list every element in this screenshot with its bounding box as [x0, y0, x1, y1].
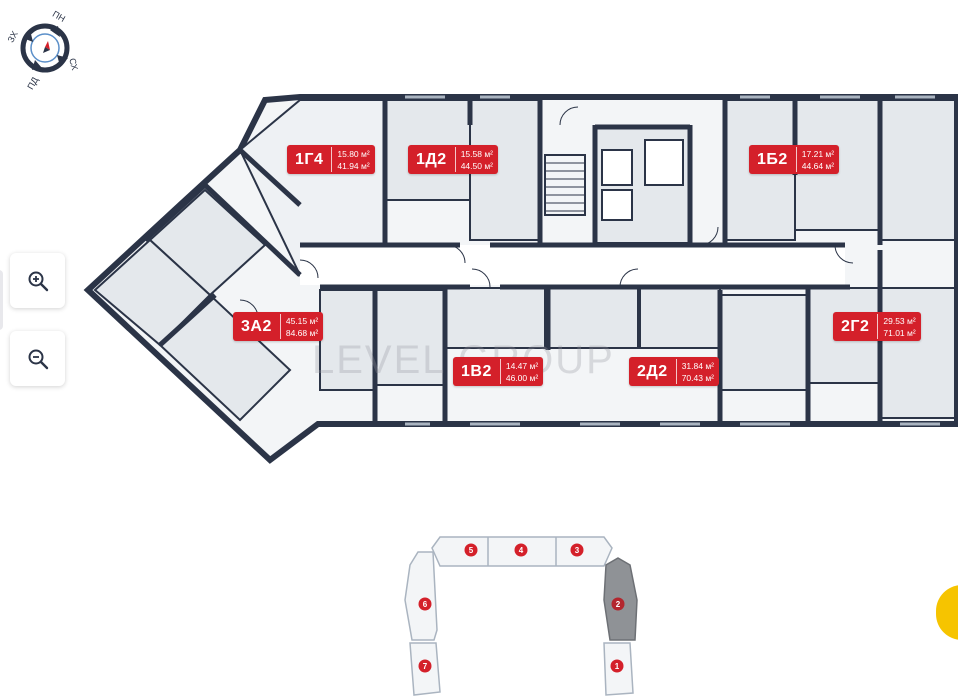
living-area: 14.47 м²: [505, 360, 539, 371]
section-marker-dot: [610, 659, 624, 673]
corridor: [300, 245, 845, 285]
section-marker-2[interactable]: 2: [611, 597, 625, 611]
section-marker-1[interactable]: 1: [610, 659, 624, 673]
stairs: [544, 154, 586, 216]
living-area: 15.58 м²: [460, 148, 494, 159]
apartment-label-1b2[interactable]: 1Б2 17.21 м² 44.64 м²: [749, 145, 840, 174]
total-area: 41.94 м²: [337, 160, 370, 171]
chat-widget-tab[interactable]: [936, 585, 958, 640]
section-number: 6: [423, 600, 428, 609]
compass-label-e: СХ: [67, 57, 80, 71]
zoom-out-button[interactable]: [10, 331, 65, 386]
section-marker-3[interactable]: 3: [570, 543, 584, 557]
apartment-label-2d2[interactable]: 2Д2 31.84 м² 70.43 м²: [629, 357, 720, 386]
apartment-label-1v2[interactable]: 1В2 14.47 м² 46.00 м²: [453, 357, 544, 386]
apartment-label-1g4[interactable]: 1Г4 15.80 м² 41.94 м²: [287, 145, 375, 174]
apartment-code: 1Д2: [416, 150, 447, 168]
section-number: 7: [423, 662, 428, 671]
apartment-label-3a2[interactable]: 3А2 45.15 м² 84.68 м²: [233, 312, 324, 341]
apartment-code: 1Г4: [295, 150, 324, 168]
section-number: 4: [519, 546, 524, 555]
section-marker-4[interactable]: 4: [514, 543, 528, 557]
section-marker-dot: [418, 597, 432, 611]
section-marker-5[interactable]: 5: [464, 543, 478, 557]
section-markers[interactable]: 1 2 3 4 5 6 7: [418, 543, 625, 673]
section-marker-dot: [514, 543, 528, 557]
apartment-code: 3А2: [241, 317, 272, 335]
apartment-label-2g2[interactable]: 2Г2 29.53 м² 71.01 м²: [833, 312, 921, 341]
total-area: 71.01 м²: [883, 327, 916, 338]
compass-label-w: ЗХ: [6, 29, 20, 44]
apartment-label-1d2[interactable]: 1Д2 15.58 м² 44.50 м²: [408, 145, 499, 174]
total-area: 70.43 м²: [681, 372, 715, 383]
apartment-code: 1Б2: [757, 150, 788, 168]
compass: ПН СХ ПД ЗХ: [0, 0, 90, 91]
compass-label-s: ПД: [25, 75, 40, 90]
section-marker-dot: [464, 543, 478, 557]
compass-icon: ПН СХ ПД ЗХ: [6, 9, 80, 91]
section-marker-dot: [418, 659, 432, 673]
total-area: 84.68 м²: [285, 327, 319, 338]
zoom-in-icon: [28, 271, 48, 291]
living-area: 15.80 м²: [337, 148, 370, 159]
windows: [405, 95, 940, 426]
living-area: 45.15 м²: [285, 315, 319, 326]
zoom-out-icon: [28, 349, 48, 369]
section-number: 2: [616, 600, 621, 609]
section-marker-dot: [611, 597, 625, 611]
apartment-code: 2Д2: [637, 362, 668, 380]
living-area: 17.21 м²: [801, 148, 835, 159]
total-area: 46.00 м²: [505, 372, 539, 383]
living-area: 29.53 м²: [883, 315, 916, 326]
section-marker-dot: [570, 543, 584, 557]
compass-label-n: ПН: [51, 9, 67, 24]
section-number: 5: [469, 546, 474, 555]
living-area: 31.84 м²: [681, 360, 715, 371]
zoom-in-button[interactable]: [10, 253, 65, 308]
side-panel-handle[interactable]: [0, 270, 3, 330]
section-number: 3: [575, 546, 580, 555]
section-map: [404, 536, 638, 696]
section-marker-6[interactable]: 6: [418, 597, 432, 611]
elevators: [601, 139, 684, 221]
total-area: 44.64 м²: [801, 160, 835, 171]
total-area: 44.50 м²: [460, 160, 494, 171]
section-marker-7[interactable]: 7: [418, 659, 432, 673]
apartment-code: 1В2: [461, 362, 492, 380]
apartment-code: 2Г2: [841, 317, 870, 335]
section-number: 1: [615, 662, 620, 671]
